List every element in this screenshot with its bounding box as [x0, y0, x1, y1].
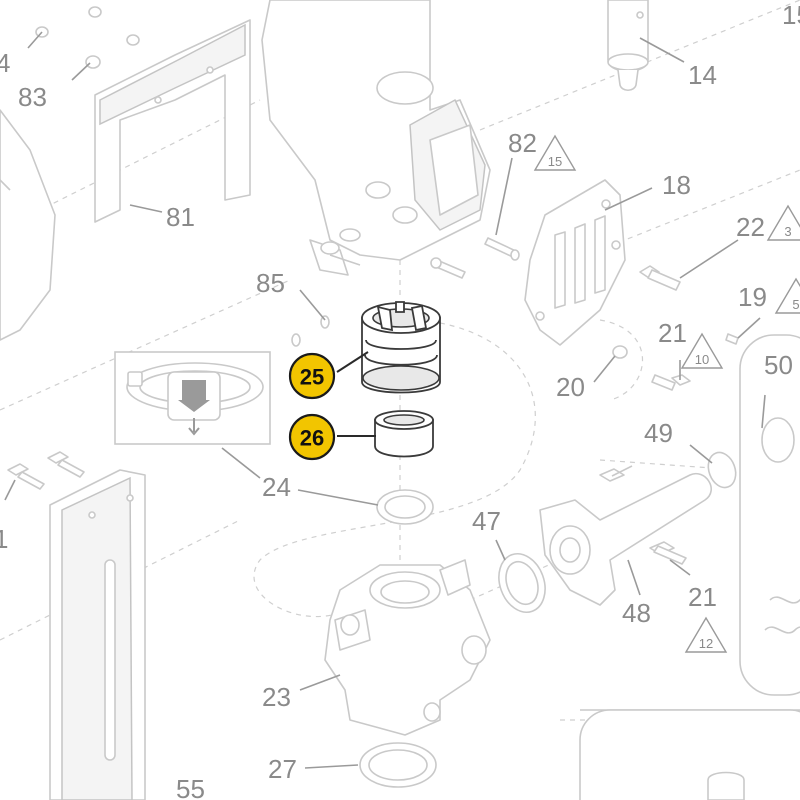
svg-text:15: 15: [548, 154, 562, 169]
part-47-ring: [498, 553, 546, 613]
press-ring-icon: [167, 371, 221, 436]
washers-top-left: [35, 6, 140, 69]
part-14-pin: [607, 0, 649, 92]
label-1: 1: [0, 524, 8, 554]
label-21-lower: 21: [688, 582, 717, 612]
part-85-dowels: [291, 315, 330, 347]
label-18: 18: [662, 170, 691, 200]
label-20: 20: [556, 372, 585, 402]
label-47: 47: [472, 506, 501, 536]
part-18-plate: [524, 179, 626, 346]
part-27-ring: [359, 742, 437, 788]
part-left-bracket: [49, 469, 146, 800]
label-15: 15: [782, 0, 800, 30]
label-83: 83: [18, 82, 47, 112]
warning-triangle-3: 3: [766, 204, 800, 241]
label-49: 49: [644, 418, 673, 448]
callout-26: 26: [288, 413, 336, 461]
part-24-flat-ring: [376, 489, 434, 525]
part-20-nut: [612, 345, 628, 359]
label-82: 82: [508, 128, 537, 158]
part-48-shaft: [539, 465, 712, 606]
part-19-screw: [725, 333, 739, 345]
svg-text:5: 5: [792, 297, 799, 312]
warning-triangle-12: 12: [684, 616, 728, 653]
part-21-bolts: [649, 374, 691, 565]
part-81-bracket: [94, 19, 251, 223]
label-24: 24: [262, 472, 291, 502]
svg-text:10: 10: [695, 352, 709, 367]
part-49-oring: [707, 451, 737, 489]
label-22: 22: [736, 212, 765, 242]
part-22-bolt: [639, 265, 681, 291]
svg-text:3: 3: [784, 224, 791, 239]
inset-detail-box: [114, 351, 271, 445]
warning-triangle-5: 5: [774, 277, 800, 314]
label-19: 19: [738, 282, 767, 312]
label-21-upper: 21: [658, 318, 687, 348]
warning-triangle-10: 10: [680, 332, 724, 369]
label-50: 50: [764, 350, 793, 380]
part-left-housing: [0, 109, 56, 341]
part-main-housing: [261, 0, 491, 276]
label-23: 23: [262, 682, 291, 712]
screws-center: [430, 237, 520, 279]
svg-text:12: 12: [699, 636, 713, 651]
part-50-panel: [739, 334, 800, 696]
part-55-bottom: [579, 709, 800, 800]
svg-text:26: 26: [300, 426, 324, 451]
label-4: 4: [0, 48, 10, 78]
leader-lines: [4, 31, 766, 769]
label-14: 14: [688, 60, 717, 90]
part-25-highlighted: [361, 301, 441, 394]
label-55: 55: [176, 774, 205, 800]
callout-25: 25: [288, 352, 336, 400]
screws-left: [7, 451, 85, 490]
label-85: 85: [256, 268, 285, 298]
label-81: 81: [166, 202, 195, 232]
part-26-highlighted: [374, 410, 434, 458]
warning-triangle-15: 15: [533, 134, 577, 171]
part-23-lower-housing: [324, 559, 491, 736]
label-48: 48: [622, 598, 651, 628]
label-27: 27: [268, 754, 297, 784]
svg-text:25: 25: [300, 365, 324, 390]
